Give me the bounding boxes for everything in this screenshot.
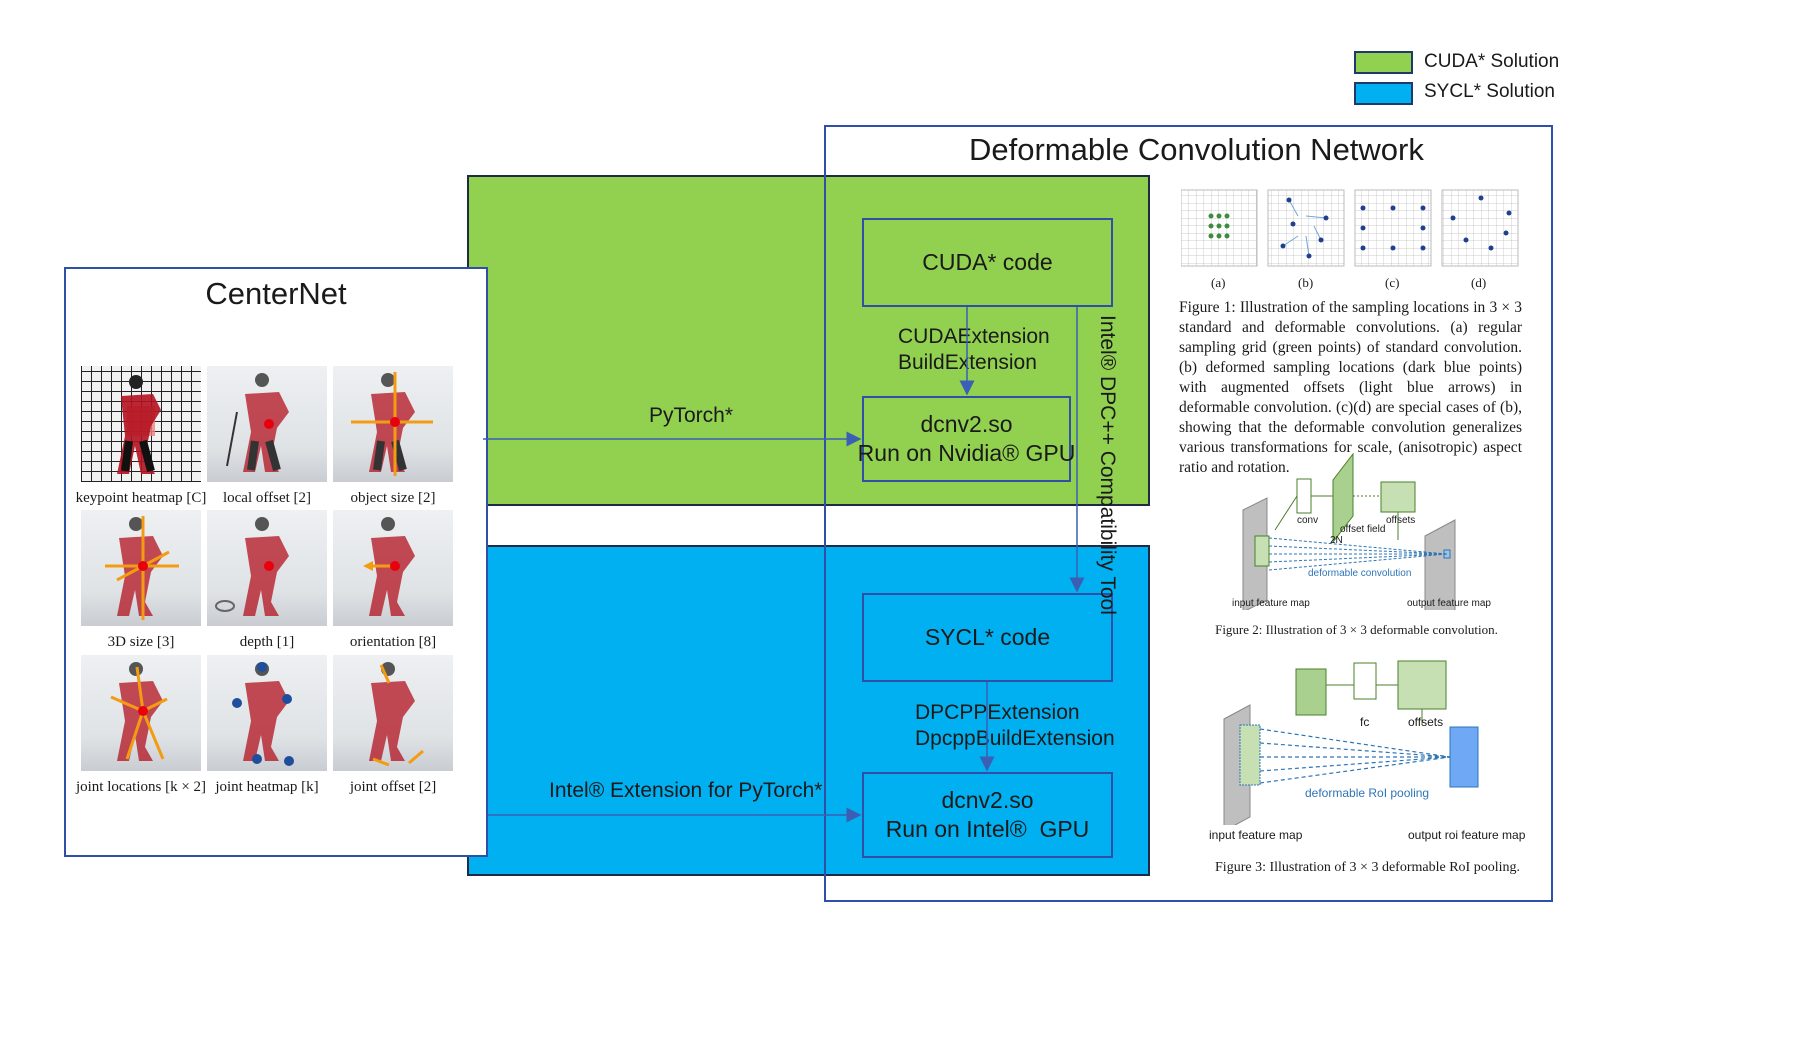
centernet-grid: keypoint heatmap [C] local offset [2] ob…: [76, 366, 453, 806]
fig1-caption: Figure 1: Illustration of the sampling l…: [1179, 299, 1522, 476]
3d-size-image: [81, 510, 201, 626]
centernet-label: depth [1]: [239, 634, 295, 650]
centernet-label: 3D size [3]: [107, 634, 175, 650]
dpcpp-extension-label: DPCPPExtension DpcppBuildExtension: [915, 700, 1115, 752]
joint-locations-image: [81, 655, 201, 771]
centernet-label: object size [2]: [350, 490, 436, 506]
fig1-sampling-grids: [1181, 189, 1519, 267]
sycl-dcnv2-box: dcnv2.so Run on Intel® GPU: [862, 772, 1113, 858]
centernet-label: joint heatmap [k]: [215, 779, 319, 795]
fig2-diagram: [1242, 452, 1456, 610]
joint-offset-image: [333, 655, 453, 771]
pytorch-label: PyTorch*: [649, 404, 734, 427]
sycl-legend-swatch: [1354, 82, 1413, 105]
dcn-outline: [824, 125, 1553, 902]
fig3-offsets-label: offsets: [1408, 715, 1444, 729]
centernet-label: joint locations [k × 2]: [75, 779, 207, 795]
ipex-label: Intel® Extension for PyTorch*: [549, 779, 823, 802]
cuda-legend-label: CUDA* Solution: [1424, 51, 1560, 72]
sycl-so-label: dcnv2.so: [941, 787, 1034, 813]
cuda-code-label: CUDA* code: [922, 249, 1053, 275]
orientation-image: [333, 510, 453, 626]
sycl-run-label: Run on Intel® GPU: [885, 816, 1090, 842]
fig1-panel-label: (c): [1385, 275, 1400, 290]
sycl-legend-label: SYCL* Solution: [1424, 81, 1555, 102]
fig2-caption: Figure 2: Illustration of 3 × 3 deformab…: [1215, 622, 1498, 637]
fig3-input-label: input feature map: [1209, 828, 1303, 842]
fig2-deformable-label: deformable convolution: [1308, 568, 1412, 579]
object-size-image: [333, 366, 453, 482]
dpcpp-extension-text: DPCPPExtension: [915, 701, 1080, 724]
centernet-label: orientation [8]: [349, 634, 437, 650]
centernet-label: keypoint heatmap [C]: [75, 490, 207, 506]
fig2-offsets-label: offsets: [1386, 515, 1416, 526]
cuda-extension-label: CUDAExtension BuildExtension: [898, 324, 1050, 376]
fig3-pooling-label: deformable RoI pooling: [1305, 786, 1430, 800]
fig2-output-label: output feature map: [1407, 598, 1491, 609]
fig2-conv-label: conv: [1297, 515, 1319, 526]
cuda-code-box: CUDA* code: [862, 218, 1113, 307]
cuda-run-label: Run on Nvidia® GPU: [857, 440, 1076, 466]
sycl-solution-region: [467, 545, 1150, 876]
dcn-title: Deformable Convolution Network: [969, 132, 1424, 167]
fig3-caption: Figure 3: Illustration of 3 × 3 deformab…: [1215, 860, 1520, 875]
fig3-fc-label: fc: [1360, 715, 1370, 729]
fig3-output-label: output roi feature map: [1408, 828, 1526, 842]
cuda-extension-text: CUDAExtension: [898, 325, 1050, 348]
centernet-title: CenterNet: [205, 276, 347, 311]
cuda-solution-region: [467, 175, 1150, 506]
keypoint-heatmap-image: [81, 366, 201, 482]
dpcpp-tool-label: Intel® DPC++ Compatibility Tool: [1096, 315, 1119, 615]
fig2-input-label: input feature map: [1232, 598, 1310, 609]
dpcpp-build-extension-text: DpcppBuildExtension: [915, 727, 1115, 750]
fig2-offset-field-label: offset field: [1340, 524, 1386, 535]
depth-image: [207, 510, 327, 626]
fig2-2n-label: 2N: [1330, 535, 1343, 546]
centernet-label: joint offset [2]: [349, 779, 437, 795]
fig1-panel-label: (d): [1471, 275, 1487, 290]
fig3-diagram: [1223, 660, 1479, 825]
local-offset-image: [207, 366, 327, 482]
cuda-dcnv2-box: dcnv2.so Run on Nvidia® GPU: [858, 396, 1075, 482]
cuda-legend-swatch: [1354, 51, 1413, 74]
cuda-so-label: dcnv2.so: [920, 411, 1013, 437]
fig1-panel-label: (b): [1298, 275, 1314, 290]
centernet-label: local offset [2]: [222, 490, 312, 506]
joint-heatmap-image: [207, 655, 327, 771]
sycl-code-label: SYCL* code: [924, 624, 1051, 650]
build-extension-text: BuildExtension: [898, 351, 1037, 374]
fig1-panel-label: (a): [1211, 275, 1226, 290]
sycl-code-box: SYCL* code: [862, 593, 1113, 682]
